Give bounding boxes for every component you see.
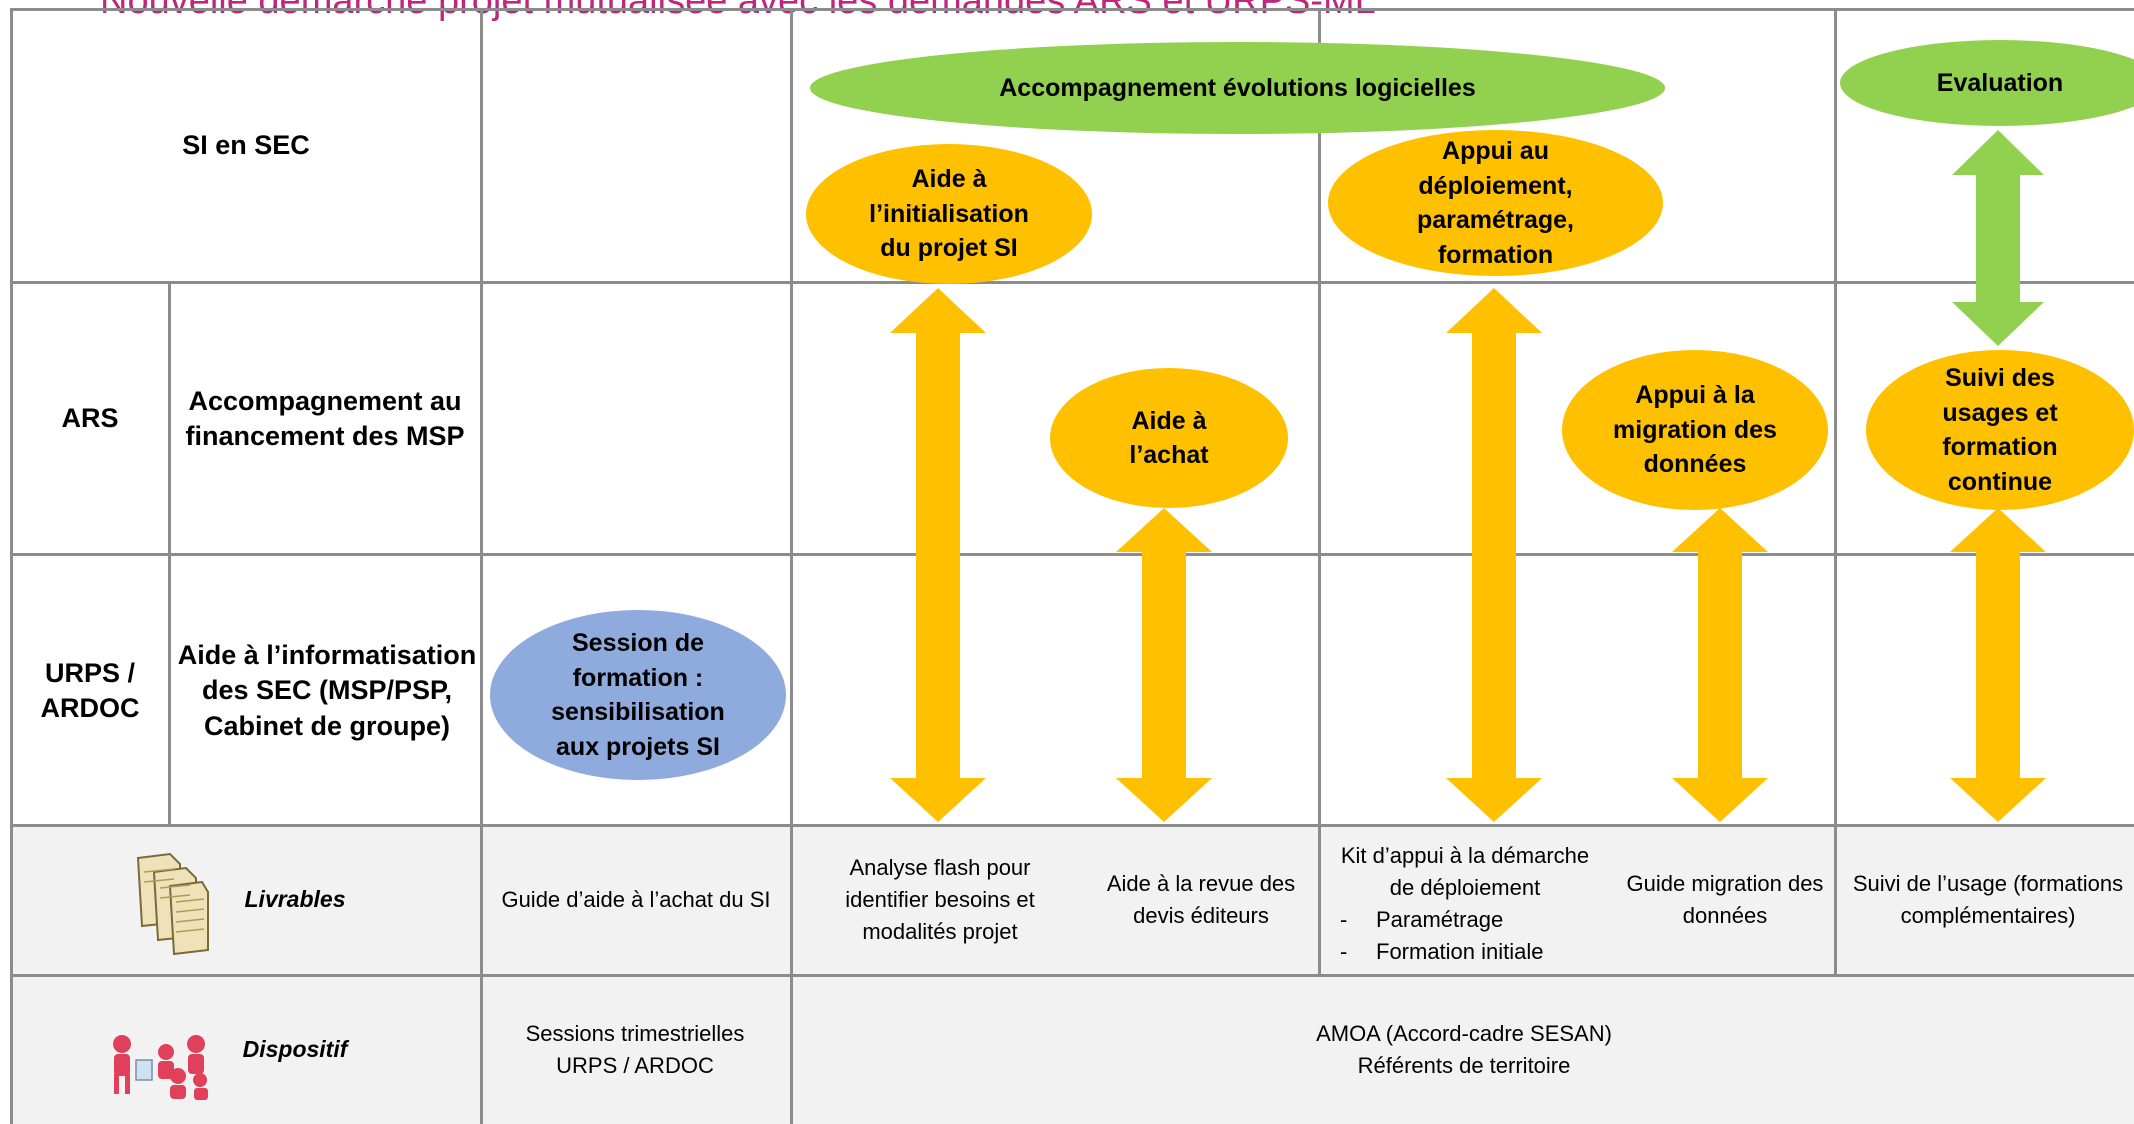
- ellipse-accompagnement: Accompagnement évolutions logicielles: [810, 42, 1665, 134]
- page-title: Nouvelle démarche projet mutualisée avec…: [100, 0, 1376, 22]
- livrable-guide-migration: Guide migration des données: [1626, 871, 1824, 928]
- livrable-kit: Kit d’appui à la démarche de déploiement…: [1330, 840, 1600, 968]
- double-arrow-evaluation: [1952, 130, 2044, 346]
- kit-item: -Formation initiale: [1340, 939, 1544, 964]
- row-label-dispositif: Dispositif: [242, 1036, 348, 1063]
- livrable-revue-devis: Aide à la revue des devis éditeurs: [1106, 871, 1296, 928]
- ellipse-initialisation: Aide à l’initialisation du projet SI: [806, 144, 1092, 284]
- team-meeting-icon: [113, 1035, 208, 1100]
- ellipse-achat: Aide à l’achat: [1050, 368, 1288, 508]
- double-arrow-migration: [1672, 508, 1768, 822]
- livrable-analyse-flash: Analyse flash pour identifier besoins et…: [845, 855, 1035, 944]
- ellipse-suivi: Suivi des usages et formation continue: [1866, 350, 2134, 510]
- kit-item: -Paramétrage: [1340, 907, 1504, 932]
- ellipse-evaluation: Evaluation: [1840, 40, 2134, 126]
- double-arrow-achat: [1116, 508, 1212, 822]
- dispositif-sessions: Sessions trimestrielles URPS / ARDOC: [525, 1021, 745, 1078]
- livrable-suivi-usage: Suivi de l’usage (formations complémenta…: [1852, 871, 2124, 928]
- double-arrow-deploiement: [1446, 288, 1542, 822]
- row-label-urps: URPS / ARDOC: [40, 657, 140, 723]
- dispositif-icon-cell: [104, 1030, 216, 1102]
- row-label-si-sec: SI en SEC: [182, 130, 310, 161]
- ellipse-deploiement: Appui au déploiement, paramétrage, forma…: [1328, 130, 1663, 276]
- livrables-icon-cell: [120, 852, 210, 956]
- amoa-line-2: Référents de territoire: [1357, 1053, 1571, 1078]
- ellipse-migration: Appui à la migration des données: [1562, 350, 1828, 510]
- double-arrow-initialisation: [890, 288, 986, 822]
- double-arrow-suivi: [1950, 508, 2046, 822]
- ellipse-session-formation: Session de formation : sensibilisation a…: [490, 610, 786, 780]
- livrables-band: [12, 826, 2134, 974]
- row-desc-urps: Aide à l’informatisation des SEC (MSP/PS…: [177, 640, 477, 741]
- documents-icon: [136, 852, 209, 956]
- dispositif-amoa: AMOA (Accord-cadre SESAN) Référents de t…: [794, 976, 2134, 1124]
- dispositif-band: [12, 976, 2134, 1124]
- row-label-ars: ARS: [61, 403, 119, 434]
- livrable-guide-achat: Guide d’aide à l’achat du SI: [501, 887, 771, 913]
- kit-title: Kit d’appui à la démarche de déploiement: [1340, 843, 1590, 900]
- amoa-line-1: AMOA (Accord-cadre SESAN): [1316, 1021, 1612, 1047]
- row-label-livrables: Livrables: [244, 886, 346, 913]
- row-desc-ars: Accompagnement au financement des MSP: [185, 385, 465, 451]
